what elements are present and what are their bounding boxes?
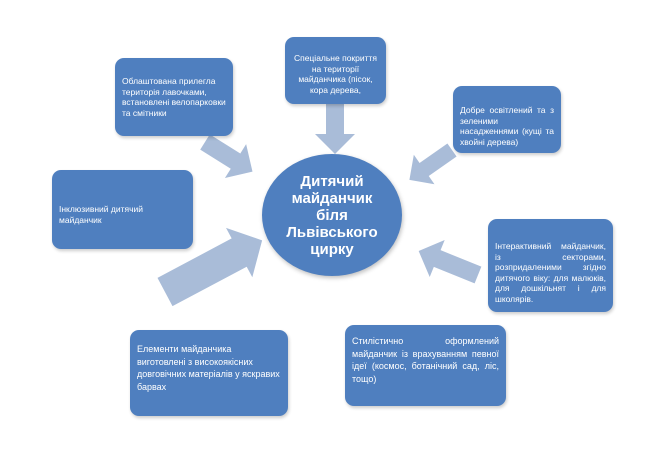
arrow-top-right [409, 143, 457, 185]
arrow-top [315, 104, 355, 154]
center-line: біля [316, 206, 348, 224]
arrow-right [418, 239, 482, 284]
node-coating: Спеціальне покриття на території майданч… [285, 37, 386, 104]
node-materials: Елементи майданчика виготовлені з високо… [130, 330, 288, 416]
arrow-top-left [200, 134, 253, 179]
node-lighting: Добре освітлений та з зеленими насадженн… [453, 86, 561, 153]
center-line: Львівського [286, 223, 378, 241]
node-territory: Облаштована прилегла територія лавочками… [115, 58, 233, 136]
node-inclusive: Інклюзивний дитячий майданчик [52, 170, 193, 249]
central-node: Дитячий майданчик біля Львівського цирку [262, 154, 402, 276]
center-line: майданчик [291, 189, 373, 207]
node-style: Стилістично оформлений майданчик із врах… [345, 325, 506, 406]
center-line: Дитячий [300, 172, 364, 190]
node-interactive: Інтерактивний майданчик, із секторами, р… [488, 219, 613, 312]
center-line: цирку [310, 240, 354, 258]
arrow-left [157, 227, 263, 307]
